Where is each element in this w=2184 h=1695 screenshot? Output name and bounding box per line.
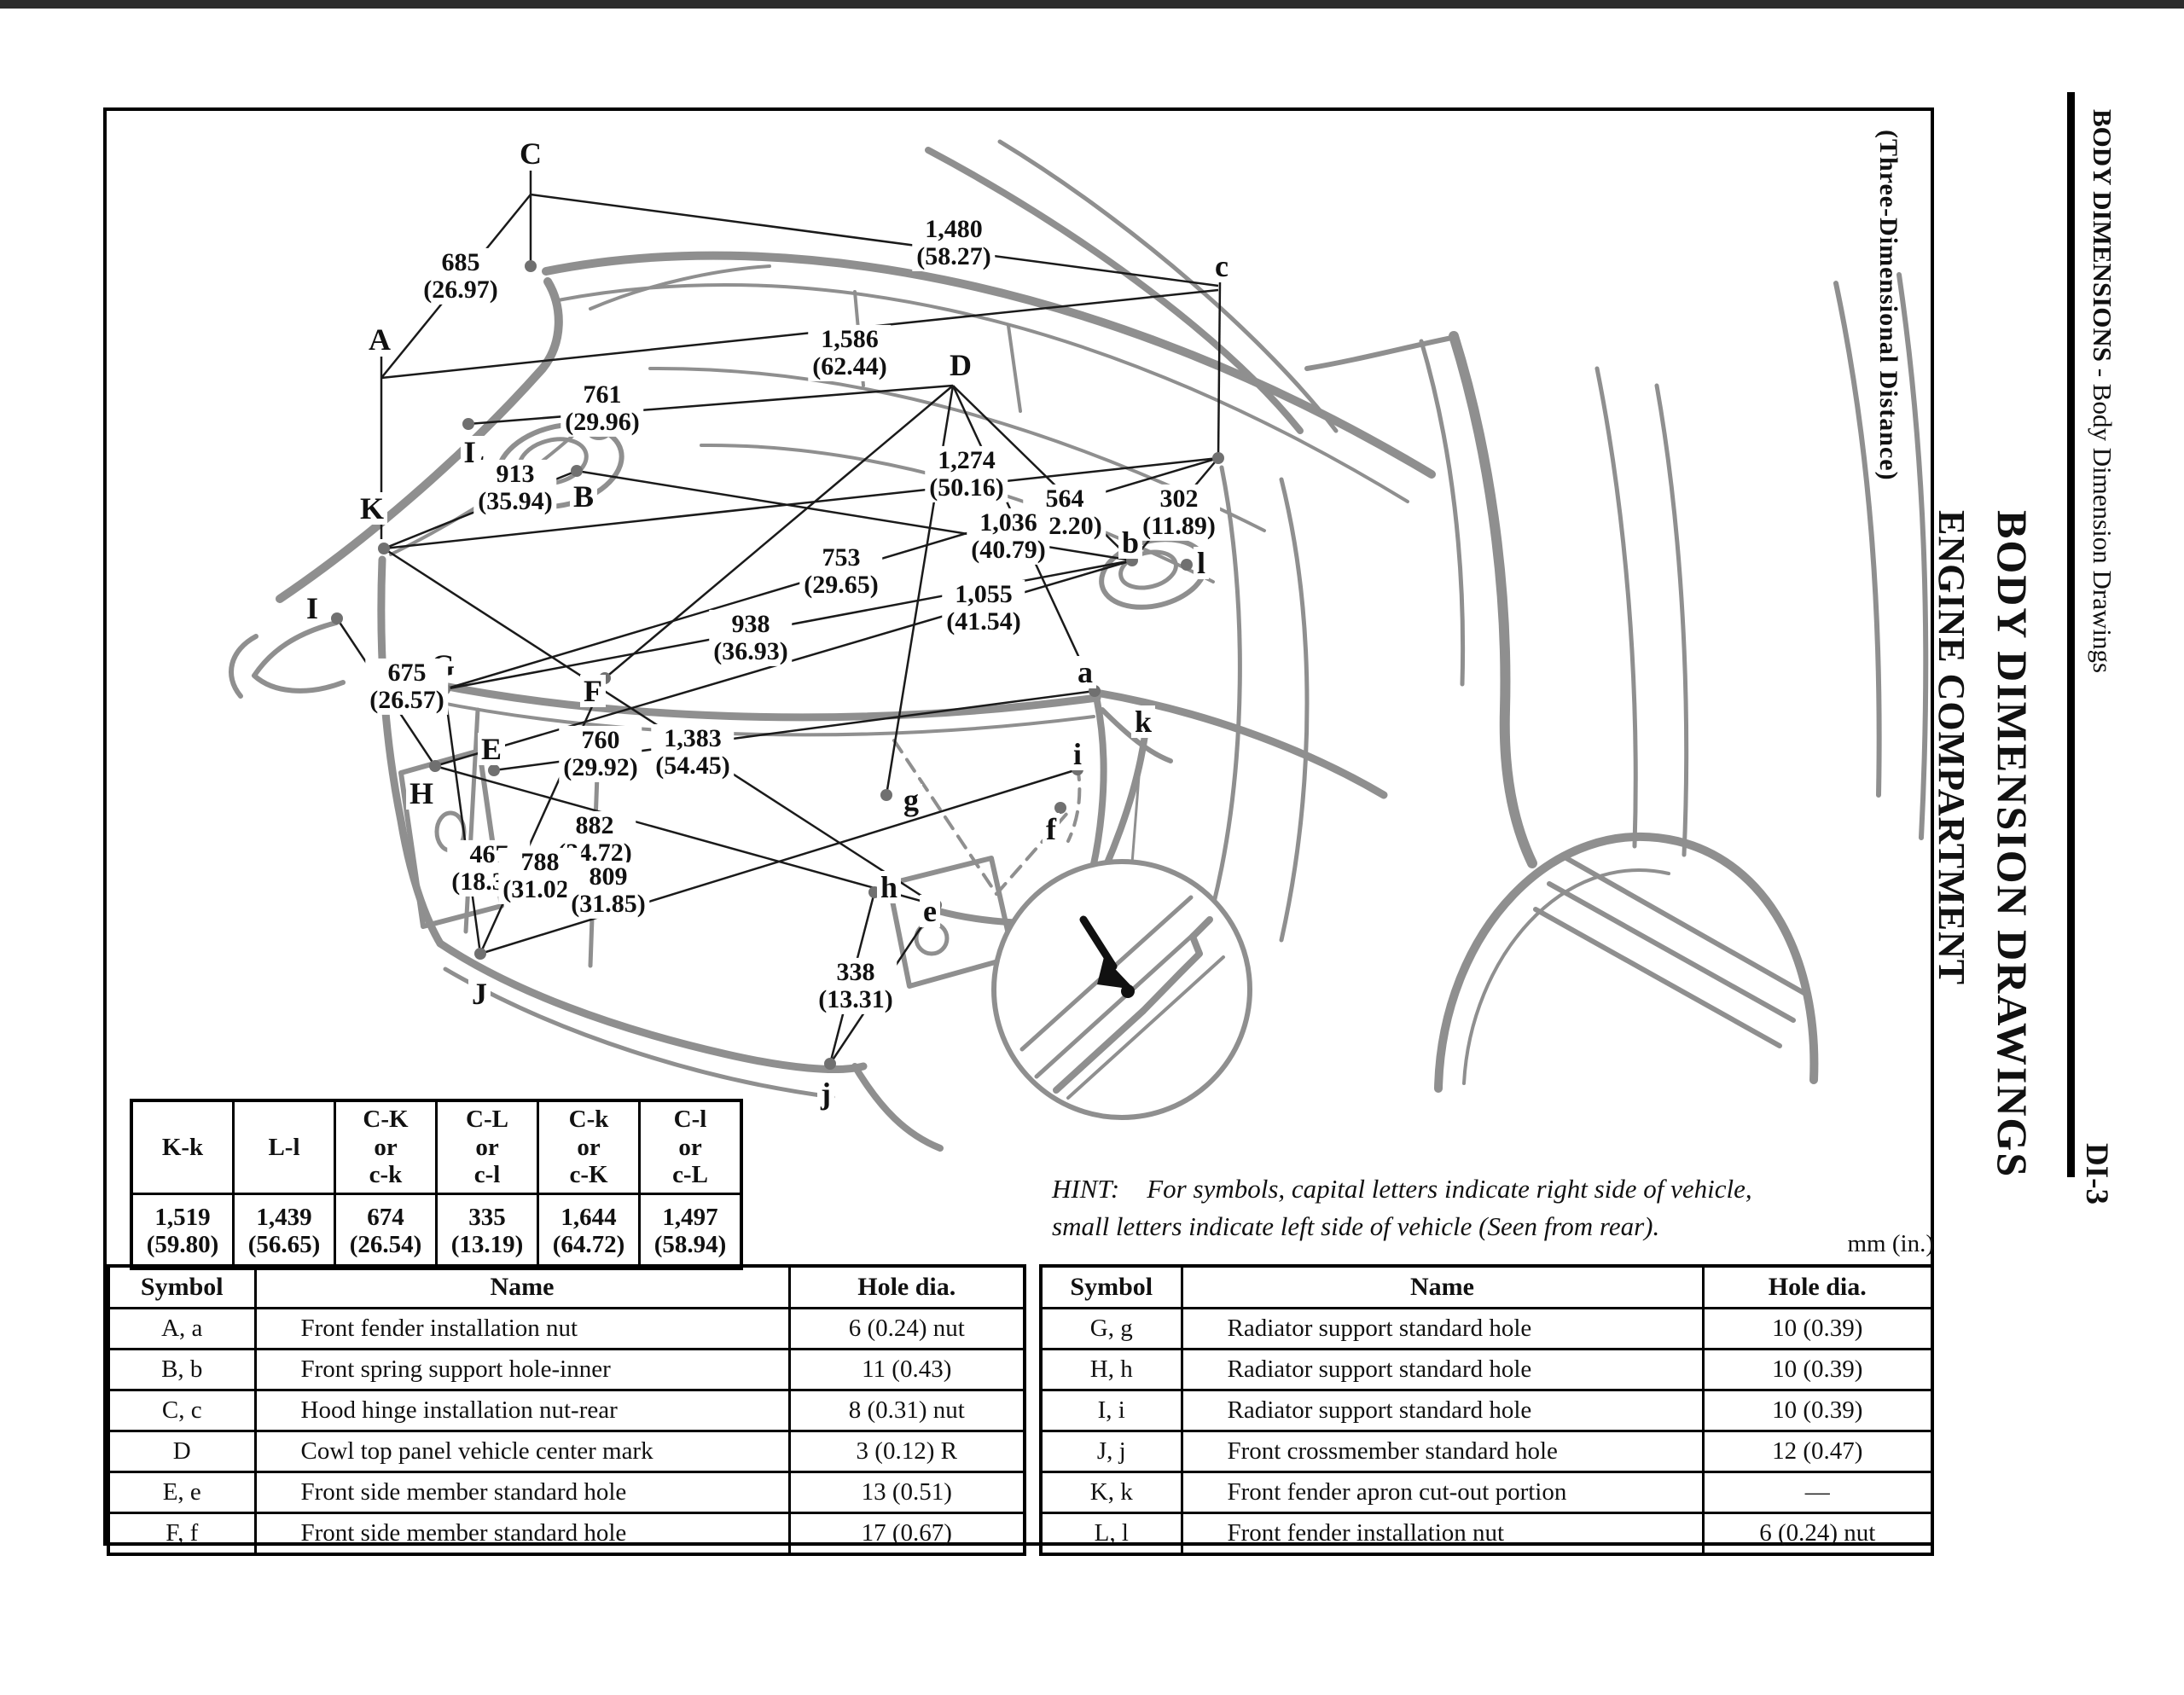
lookup-value-row: 1,519 (59.80)1,439 (56.65)674 (26.54)335…: [130, 1193, 743, 1270]
symbol-cell: K, k: [1039, 1471, 1183, 1514]
symbol-column-header: Symbol: [1039, 1264, 1183, 1309]
lookup-value-cell: 1,439 (56.65): [232, 1193, 336, 1270]
hole-dia-cell: —: [1701, 1471, 1934, 1514]
symbol-table-header-row: Symbol Name Hole dia.: [107, 1264, 1026, 1309]
hole-dia-cell: 12 (0.47): [1701, 1430, 1934, 1473]
lookup-value-cell: 1,519 (59.80): [130, 1193, 235, 1270]
symbol-cell: C, c: [107, 1389, 257, 1432]
name-cell: Front spring support hole-inner: [253, 1348, 791, 1391]
hole-dia-cell: 13 (0.51): [787, 1471, 1026, 1514]
lookup-header-cell: C-l or c-L: [638, 1099, 743, 1195]
name-column-header: Name: [253, 1264, 791, 1309]
arrow-icon: [1079, 915, 1135, 998]
hole-dia-cell: 17 (0.67): [787, 1512, 1026, 1556]
symbol-cell: F, f: [107, 1512, 257, 1556]
page-code: DI-3: [2079, 1143, 2114, 1204]
margin-divider-rule: [2067, 92, 2075, 1177]
symbol-cell: E, e: [107, 1471, 257, 1514]
symbol-cell: A, a: [107, 1307, 257, 1350]
name-cell: Cowl top panel vehicle center mark: [253, 1430, 791, 1473]
name-cell: Front fender installation nut: [1180, 1512, 1705, 1556]
symbol-column-header: Symbol: [107, 1264, 257, 1309]
three-dimensional-distance-label: (Three-Dimensional Distance): [1874, 130, 1902, 481]
name-cell: Front crossmember standard hole: [1180, 1430, 1705, 1473]
hole-dia-cell: 10 (0.39): [1701, 1307, 1934, 1350]
lookup-header-cell: K-k: [130, 1099, 235, 1195]
hole-dia-cell: 10 (0.39): [1701, 1389, 1934, 1432]
breadcrumb-chapter: BODY DIMENSIONS: [2088, 109, 2117, 362]
lookup-value-cell: 1,497 (58.94): [638, 1193, 743, 1270]
lookup-value-cell: 674 (26.54): [334, 1193, 438, 1270]
top-strip: [0, 0, 2184, 9]
symbol-cell: J, j: [1039, 1430, 1183, 1473]
symbol-cell: G, g: [1039, 1307, 1183, 1350]
breadcrumb: BODY DIMENSIONS - Body Dimension Drawing…: [2087, 109, 2117, 673]
name-cell: Hood hinge installation nut-rear: [253, 1389, 791, 1432]
hint-line-2: small letters indicate left side of vehi…: [1052, 1211, 1660, 1242]
hole-dia-column-header: Hole dia.: [1701, 1264, 1934, 1309]
hint-label: HINT:: [1052, 1174, 1120, 1204]
name-cell: Front side member standard hole: [253, 1512, 791, 1556]
symbol-cell: B, b: [107, 1348, 257, 1391]
hole-dia-cell: 8 (0.31) nut: [787, 1389, 1026, 1432]
lookup-value-cell: 1,644 (64.72): [537, 1193, 641, 1270]
name-cell: Radiator support standard hole: [1180, 1389, 1705, 1432]
name-cell: Front side member standard hole: [253, 1471, 791, 1514]
symbol-table-header-row: Symbol Name Hole dia.: [1039, 1264, 1934, 1309]
lookup-value-cell: 335 (13.19): [435, 1193, 539, 1270]
lookup-header-cell: C-k or c-K: [537, 1099, 641, 1195]
units-note: mm (in.): [1847, 1230, 1935, 1257]
name-cell: Radiator support standard hole: [1180, 1307, 1705, 1350]
section-title: BODY DIMENSION DRAWINGS: [1989, 510, 2036, 1179]
lookup-header-cell: C-L or c-l: [435, 1099, 539, 1195]
symbol-cell: D: [107, 1430, 257, 1473]
hint-note: HINT:For symbols, capital letters indica…: [1052, 1170, 1888, 1245]
name-cell: Front fender apron cut-out portion: [1180, 1471, 1705, 1514]
lookup-header-cell: C-K or c-k: [334, 1099, 438, 1195]
hole-dia-cell: 6 (0.24) nut: [787, 1307, 1026, 1350]
hole-dia-cell: 11 (0.43): [787, 1348, 1026, 1391]
hint-line-1: HINT:For symbols, capital letters indica…: [1052, 1174, 1752, 1204]
name-cell: Front fender installation nut: [253, 1307, 791, 1350]
magnifier-detail: [991, 742, 1252, 1120]
hole-dia-cell: 10 (0.39): [1701, 1348, 1934, 1391]
symbol-cell: H, h: [1039, 1348, 1183, 1391]
lookup-header-cell: L-l: [232, 1099, 336, 1195]
breadcrumb-section: - Body Dimension Drawings: [2088, 361, 2117, 674]
subsection-title: ENGINE COMPARTMENT: [1931, 510, 1972, 986]
symbol-cell: L, l: [1039, 1512, 1183, 1556]
name-cell: Radiator support standard hole: [1180, 1348, 1705, 1391]
hole-dia-cell: 6 (0.24) nut: [1701, 1512, 1934, 1556]
hole-dia-cell: 3 (0.12) R: [787, 1430, 1026, 1473]
symbol-cell: I, i: [1039, 1389, 1183, 1432]
name-column-header: Name: [1180, 1264, 1705, 1309]
hole-dia-column-header: Hole dia.: [787, 1264, 1026, 1309]
